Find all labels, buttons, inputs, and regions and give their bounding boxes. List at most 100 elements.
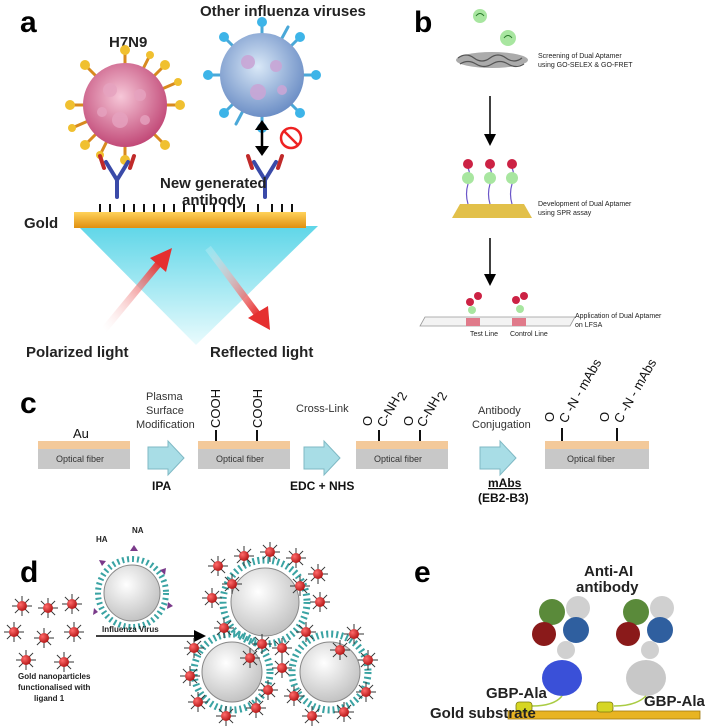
aggregate-nanoparticles [180, 542, 378, 726]
b-step1-line1: Screening of Dual Aptamer [538, 53, 622, 60]
gbp-ala-coils [515, 701, 614, 713]
gold-nanoparticle [214, 618, 234, 638]
prohibited-icon [279, 126, 303, 150]
gold-nanoparticle [4, 622, 24, 642]
influenza-virus-icon [93, 545, 173, 630]
gold-nanoparticle [62, 594, 82, 614]
double-arrow-icon [255, 120, 269, 156]
c-step3-line1: Antibody [478, 405, 521, 417]
antibody-right-icon [246, 154, 284, 199]
fiber-2 [198, 449, 290, 469]
au-layer-4 [545, 441, 649, 449]
gold-nanoparticle [286, 548, 306, 568]
panel-a-label: a [20, 6, 37, 39]
au-layer-3 [356, 441, 448, 449]
other-influenza-virus [203, 17, 321, 133]
au-layer [38, 441, 130, 449]
panel-c-label: c [20, 387, 37, 420]
aggregate-virus-1 [219, 556, 311, 648]
panel-b: b Screening of Dual Aptamer using GO-SEL… [414, 6, 662, 338]
gold-nanoparticle [260, 542, 280, 562]
gold-nanoparticle [184, 638, 204, 658]
gold-nanoparticle [188, 692, 208, 712]
gold-nanoparticle [308, 564, 328, 584]
panel-d: d HA NA Influenza Virus Gold nanoparticl… [4, 526, 378, 726]
au-label: Au [73, 426, 89, 441]
c-step-arrow-1 [147, 439, 185, 477]
reflected-light-label: Reflected light [210, 344, 313, 361]
gold-nanoparticle [208, 556, 228, 576]
c-step1-line3: Modification [136, 419, 195, 431]
gold-nanoparticle [38, 598, 58, 618]
nanoparticle-group [4, 594, 84, 672]
antibody-label-line2: antibody [182, 192, 245, 209]
fiber-3-label: Optical fiber [374, 454, 422, 464]
gold-nanoparticle [330, 640, 350, 660]
b-step2-line2: using SPR assay [538, 210, 592, 217]
gold-nanoparticle [272, 658, 292, 678]
b-step3-line2: on LFSA [575, 322, 603, 329]
spr-chip-graphic [452, 159, 532, 218]
fiber-1 [38, 449, 130, 469]
antibody-label-line1: New generated [160, 175, 267, 192]
gbp-ala-label-1: GBP-Ala [486, 685, 548, 702]
c-step1-line1: Plasma [146, 391, 184, 403]
panel-d-label: d [20, 556, 38, 589]
au-layer-2 [198, 441, 290, 449]
gold-nanoparticle [180, 666, 200, 686]
gold-nanoparticle [216, 706, 236, 726]
np-label-line2: functionalised with [18, 683, 91, 692]
c-step2-label: Cross-Link [296, 403, 349, 415]
gold-nanoparticle [356, 682, 376, 702]
gold-nanoparticle [234, 546, 254, 566]
antibody-structure-right [616, 596, 674, 696]
lfsa-strip-graphic [419, 292, 576, 327]
np-label-line1: Gold nanoparticles [18, 672, 91, 681]
panel-c: c Au Optical fiber Plasma Surface Modifi… [20, 356, 660, 505]
gold-nanoparticle [64, 622, 84, 642]
polarized-light-arrow [101, 248, 172, 333]
b-step1-line2: using GO-SELEX & GO-FRET [538, 62, 633, 69]
b-step2-line1: Development of Dual Aptamer [538, 201, 632, 208]
gold-label: Gold [24, 215, 58, 232]
o-label-2: O [401, 416, 416, 426]
gold-nanoparticle [284, 686, 304, 706]
o-label-3: O [542, 412, 557, 422]
anti-ai-line2: antibody [576, 579, 639, 596]
gold-nanoparticle [240, 648, 260, 668]
ipa-label: IPA [152, 479, 171, 493]
prism [78, 226, 318, 345]
gold-nanoparticle [202, 588, 222, 608]
gold-nanoparticle [302, 706, 322, 726]
test-line-label: Test Line [470, 331, 498, 338]
gold-nanoparticle [222, 574, 242, 594]
gold-nanoparticle [272, 638, 292, 658]
o-label-4: O [597, 412, 612, 422]
panel-e-label: e [414, 556, 431, 589]
surface-linkers [99, 204, 293, 213]
gold-nanoparticle [246, 698, 266, 718]
c-step1-line2: Surface [146, 405, 184, 417]
other-viruses-label: Other influenza viruses [200, 3, 366, 20]
c-step-arrow-2 [303, 439, 341, 477]
go-selex-graphic [456, 9, 528, 68]
influenza-virus-label: Influenza Virus [102, 625, 159, 634]
cooh-label-1: COOH [208, 389, 223, 428]
gold-layer [74, 212, 306, 228]
fiber-3 [356, 449, 448, 469]
gold-nanoparticle [12, 596, 32, 616]
panel-e: e Anti-AI antibody Gol [414, 556, 706, 722]
gbp-ala-label-2: GBP-Ala [644, 693, 706, 710]
polarized-light-label: Polarized light [26, 344, 129, 361]
gold-nanoparticle [258, 680, 278, 700]
reflected-light-arrow [205, 245, 270, 330]
gold-nanoparticle [334, 702, 354, 722]
fiber-1-label: Optical fiber [56, 454, 104, 464]
na-label: NA [132, 526, 144, 535]
gold-nanoparticle [358, 650, 378, 670]
gold-nanoparticle [296, 622, 316, 642]
panel-b-label: b [414, 6, 432, 39]
cn-mabs-label-2: C -N - mAbs [611, 356, 660, 426]
cooh-label-2: COOH [250, 389, 265, 428]
